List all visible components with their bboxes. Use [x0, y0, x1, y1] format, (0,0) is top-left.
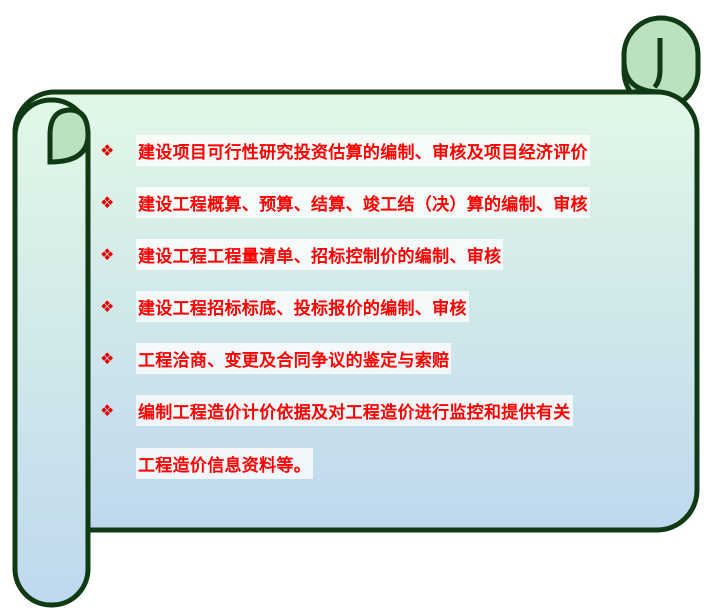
diamond-bullet-icon: ❖: [100, 192, 115, 212]
list-item: ❖ 编制工程造价计价依据及对工程造价进行监控和提供有关: [100, 394, 573, 426]
item-text: 建设项目可行性研究投资估算的编制、审核及项目经济评价: [136, 134, 590, 166]
list-item: ❖ 建设工程工程量清单、招标控制价的编制、审核: [100, 238, 504, 270]
list-item-continuation: 工程造价信息资料等。: [100, 447, 313, 479]
list-item: ❖ 建设工程招标标底、投标报价的编制、审核: [100, 290, 469, 322]
item-text: 建设工程概算、预算、结算、竣工结（决）算的编制、审核: [136, 186, 590, 218]
diamond-bullet-icon: ❖: [100, 140, 115, 160]
left-curl: [47, 107, 91, 165]
list-item: ❖ 工程洽商、变更及合同争议的鉴定与索赔: [100, 342, 452, 374]
item-text: 工程造价信息资料等。: [136, 447, 313, 479]
diamond-bullet-icon: ❖: [100, 400, 115, 420]
item-text: 建设工程工程量清单、招标控制价的编制、审核: [136, 238, 504, 270]
list-item: ❖ 建设项目可行性研究投资估算的编制、审核及项目经济评价: [100, 134, 590, 166]
item-text: 编制工程造价计价依据及对工程造价进行监控和提供有关: [136, 394, 573, 426]
item-text: 建设工程招标标底、投标报价的编制、审核: [136, 290, 469, 322]
left-roll: [12, 97, 91, 608]
list-item: ❖ 建设工程概算、预算、结算、竣工结（决）算的编制、审核: [100, 186, 590, 218]
diamond-bullet-icon: ❖: [100, 296, 115, 316]
item-text: 工程洽商、变更及合同争议的鉴定与索赔: [136, 342, 452, 374]
diamond-bullet-icon: ❖: [100, 244, 115, 264]
diamond-bullet-icon: ❖: [100, 348, 115, 368]
